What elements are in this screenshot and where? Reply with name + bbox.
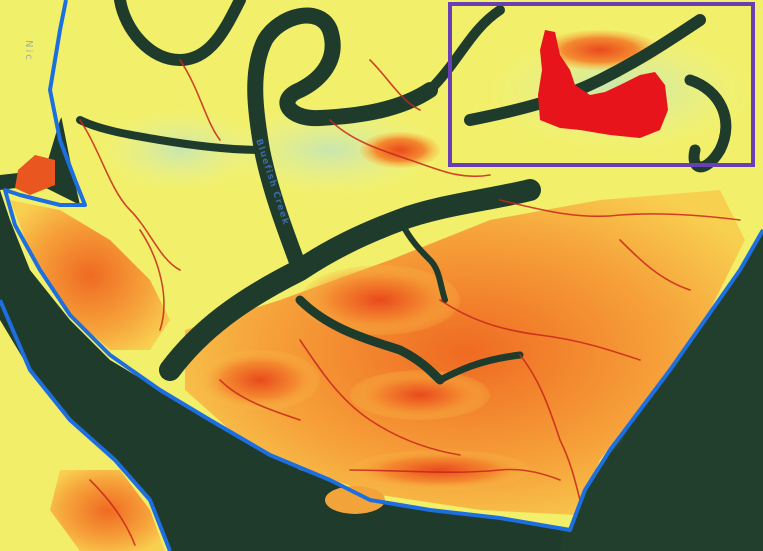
marsh-red-zone-1 xyxy=(350,450,530,490)
tidal-channel xyxy=(219,379,301,421)
creek-north-branch xyxy=(425,5,505,95)
tidal-channel xyxy=(89,479,136,546)
tidal-channel xyxy=(499,199,741,221)
creek-network xyxy=(76,0,732,385)
tidal-channel xyxy=(619,239,691,291)
tidal-channels xyxy=(79,59,741,546)
boundary-main xyxy=(3,0,763,532)
creek-west-branch xyxy=(76,116,266,154)
marsh-orange-north-2 xyxy=(360,132,440,168)
tidal-channel xyxy=(329,119,491,178)
marsh-south-spit xyxy=(325,486,385,514)
tidal-channel xyxy=(79,119,181,271)
river-label: Nic xyxy=(23,40,34,62)
marsh-orange-west xyxy=(10,200,170,350)
marsh-pale-4 xyxy=(100,110,260,190)
bluefish-creek-main xyxy=(159,179,541,381)
creek-southwest-branch xyxy=(295,295,445,385)
marsh-nw-islet xyxy=(15,155,55,195)
tidal-channel xyxy=(439,299,641,361)
tidal-channel xyxy=(139,229,165,331)
inset-highlight-box xyxy=(448,2,755,167)
marsh-southwest-orange xyxy=(50,470,165,551)
creek-northeast xyxy=(464,14,706,126)
marsh-orange-southcentral xyxy=(185,190,745,515)
tidal-channel xyxy=(179,59,221,141)
marsh-red-zone-2 xyxy=(300,265,460,335)
boundary-southwest xyxy=(0,299,172,551)
creek-south-lower xyxy=(436,351,524,384)
marsh-red-zone-3 xyxy=(200,350,320,410)
tidal-channel xyxy=(299,339,461,456)
creek-central-branch xyxy=(397,217,448,303)
marsh-red-zone-4 xyxy=(350,370,490,420)
tidal-channel xyxy=(519,354,581,501)
tidal-channel xyxy=(369,59,421,111)
highlighted-area xyxy=(538,30,668,138)
tidal-channel xyxy=(349,468,561,481)
